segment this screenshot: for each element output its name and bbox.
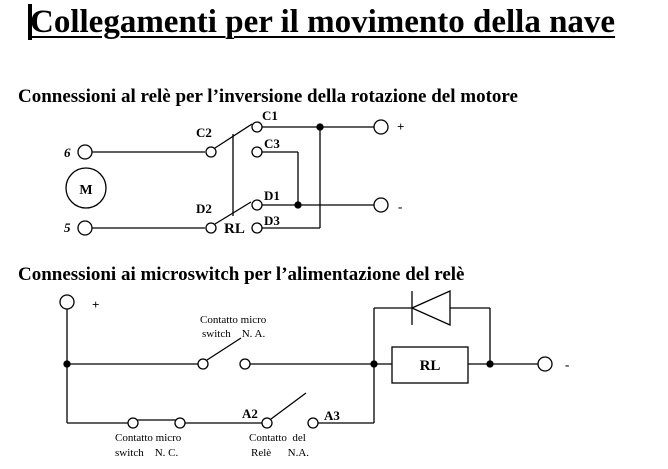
terminal-6 [77,144,93,160]
contact-a3 [307,417,319,429]
no-switch-blade [206,337,242,361]
label-a2: A2 [242,406,258,421]
page-title: Collegamenti per il movimento della nave [30,4,616,40]
contact-a2 [261,417,273,429]
motor-symbol [65,167,107,209]
contact-d2 [205,222,217,234]
no-switch-contact-right [239,358,251,370]
plus-label: + [397,119,404,134]
supply-plus-terminal [59,294,75,310]
terminal-minus [373,197,389,213]
motor-label: M [79,183,92,198]
contact-d1 [251,199,263,211]
nc-switch-contact-left [127,417,139,429]
junction-c1 [316,123,324,131]
label-d2: D2 [196,201,212,216]
nc-switch-caption-line2: switch N. C. [115,447,179,459]
motor-inversion-circuit [65,119,389,236]
junction-relay-right [486,360,494,368]
terminal-5 [77,220,93,236]
relay-label-rl: RL [224,221,245,237]
contact-c2 [205,146,217,158]
relay-contact-caption-line1: Contatto del [249,432,306,444]
terminal-5-label: 5 [64,220,71,235]
junction-relay-left [370,360,378,368]
no-switch-caption-line1: Contatto micro [200,314,267,326]
contact-c3 [251,146,263,158]
terminal-6-label: 6 [64,145,71,160]
supply-plus-label: + [92,297,99,312]
supply-minus-terminal [537,356,553,372]
nc-switch-contact-right [174,417,186,429]
label-c3: C3 [264,136,280,151]
supply-minus-label: - [565,357,569,372]
relay-coil-box [391,346,469,384]
relay-contact-caption-line2: Relè N.A. [251,447,309,459]
contact-c1 [251,121,263,133]
minus-label: - [398,199,402,214]
label-c1: C1 [262,108,278,123]
terminal-plus [373,119,389,135]
microswitch-circuit [59,289,553,429]
relay-contact-blade [270,392,307,420]
label-a3: A3 [324,408,340,423]
label-d3: D3 [264,213,280,228]
section1-heading: Connessioni al relè per l’inversione del… [18,86,518,107]
section2-heading: Connessioni ai microswitch per l’aliment… [18,264,465,285]
contact-d3 [251,222,263,234]
no-switch-caption-line2: switch N. A. [202,328,266,340]
label-d1: D1 [264,188,280,203]
diode-triangle [410,289,451,327]
relay-coil-label: RL [420,358,441,374]
nc-switch-caption-line1: Contatto micro [115,432,182,444]
label-c2: C2 [196,125,212,140]
junction-d1 [294,201,302,209]
title-left-bar [28,4,32,40]
no-switch-contact-left [197,358,209,370]
